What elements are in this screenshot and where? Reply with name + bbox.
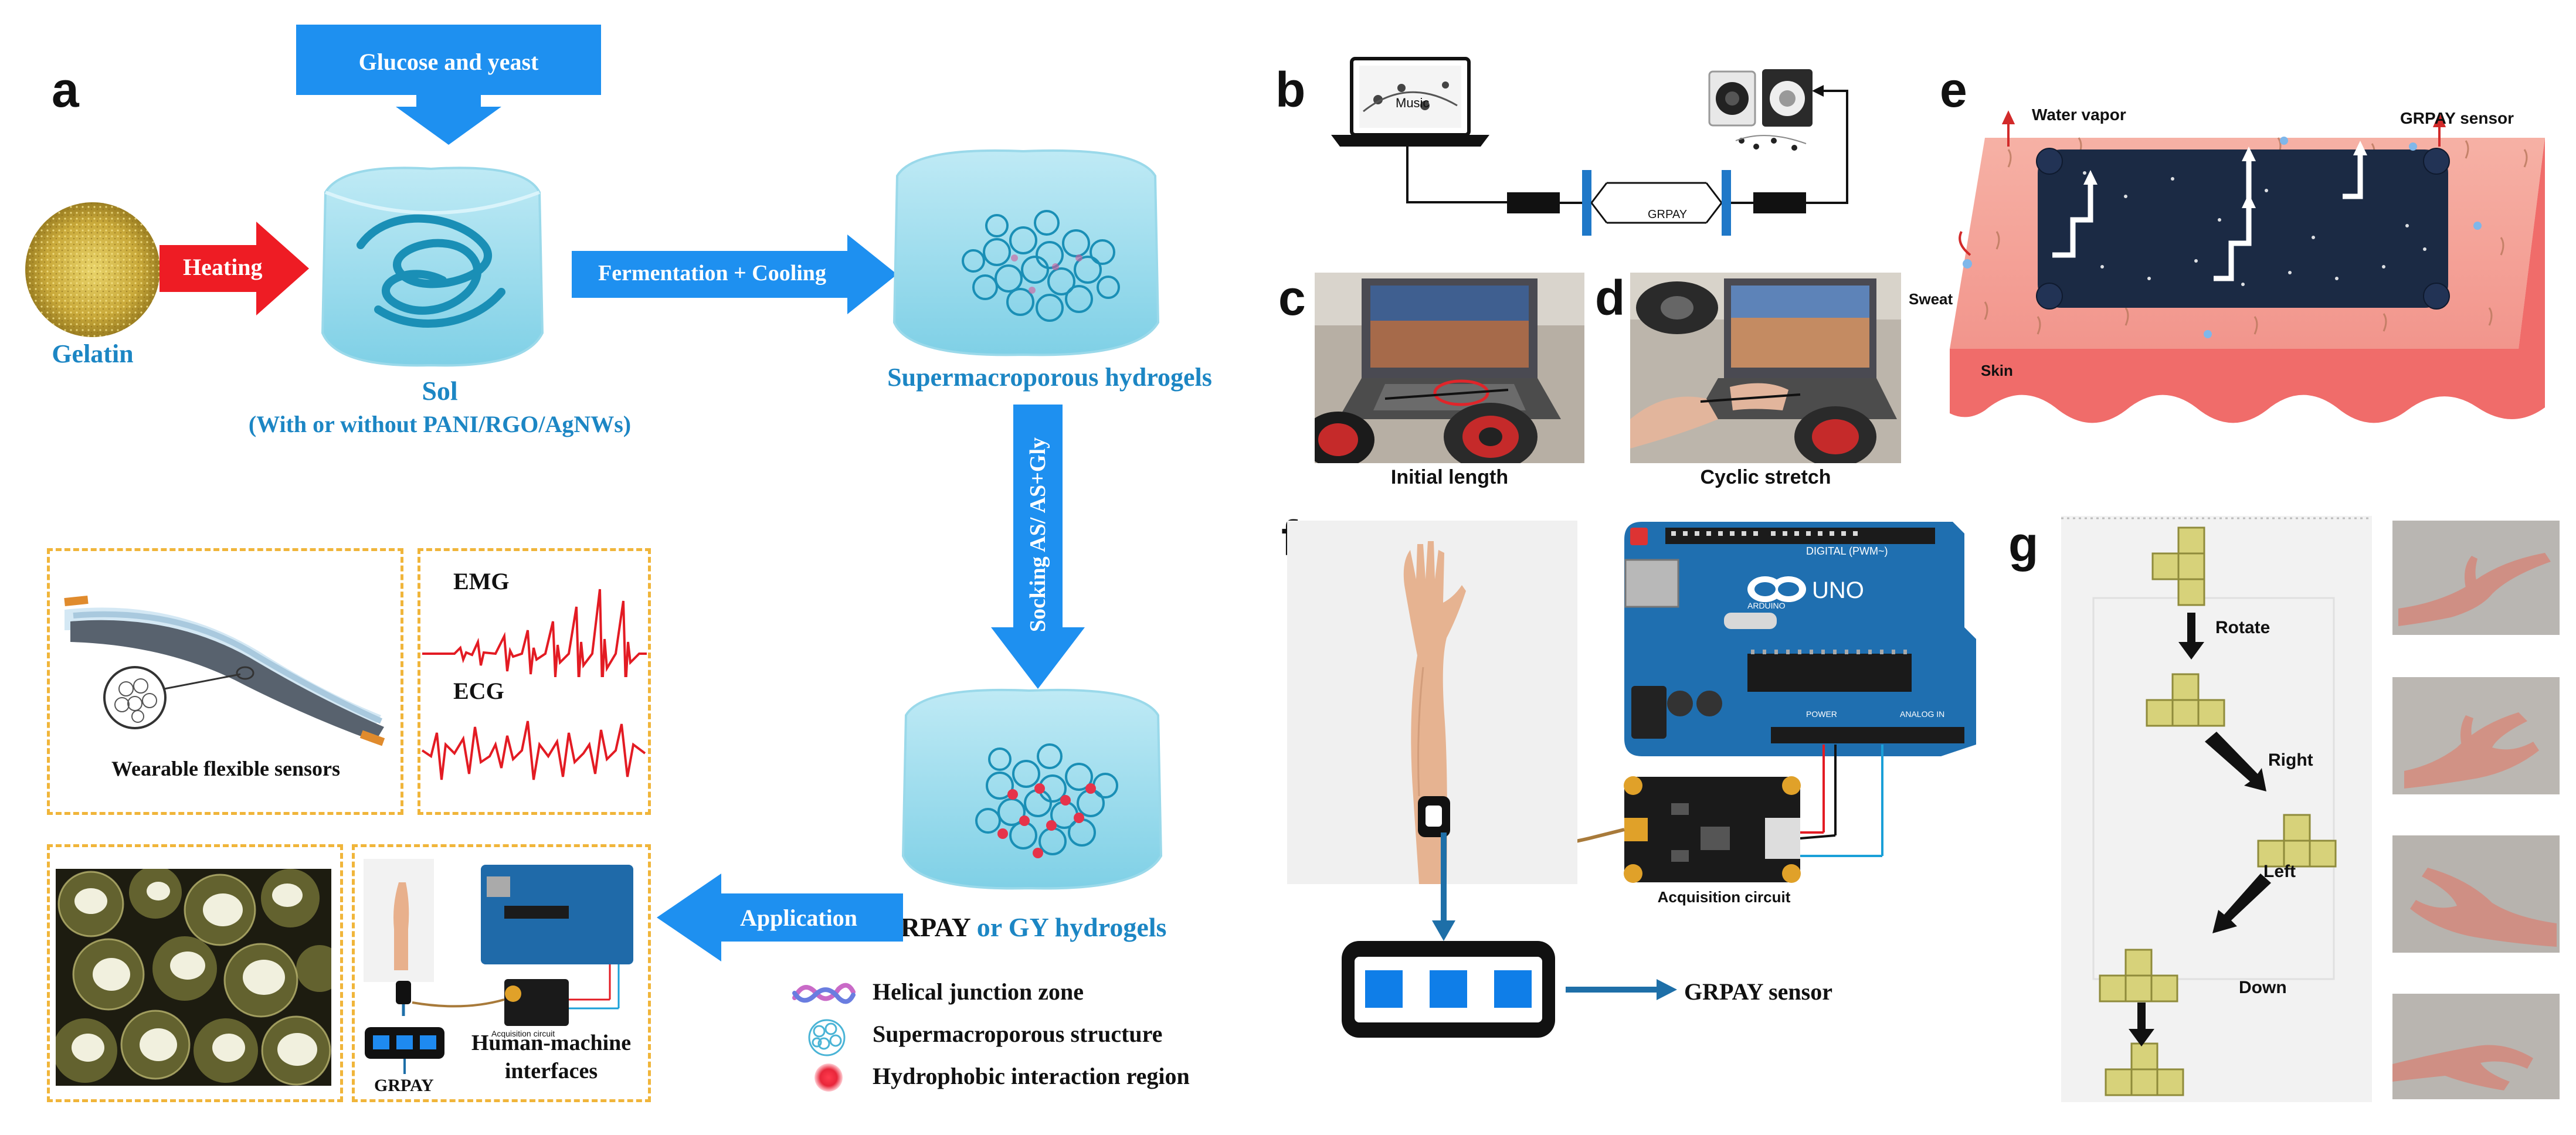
helix-icon xyxy=(792,983,856,1004)
panel-letter-e: e xyxy=(1940,62,1967,117)
socking-label: Socking AS/ AS+Gly xyxy=(1026,437,1050,633)
arduino-digital-label: DIGITAL (PWM~) xyxy=(1806,545,1888,557)
panel-letter-d: d xyxy=(1595,270,1625,325)
hmi-label: Human-machine interfaces xyxy=(471,1031,632,1083)
glucose-label: Glucose and yeast xyxy=(358,49,539,75)
hmi-box xyxy=(352,844,651,1102)
application-label: Application xyxy=(740,905,858,931)
glucose-arrow-icon xyxy=(296,25,601,145)
move-rotate: Rotate xyxy=(2215,618,2270,637)
supermacroporous-label: Supermacroporous hydrogels xyxy=(887,363,1212,392)
gesture-photo-left xyxy=(2392,835,2560,953)
arduino-circuit-diagram xyxy=(1577,522,1976,883)
ecg-signal-icon xyxy=(421,721,646,780)
acquisition-circuit-label: Acquisition circuit xyxy=(1657,888,1791,906)
arduino-uno-label: UNO xyxy=(1812,577,1864,603)
cyclic-stretch-photo xyxy=(1630,273,1901,463)
move-left: Left xyxy=(2263,862,2296,881)
panel-letter-g: g xyxy=(2008,516,2039,572)
or-gy-word: or GY hydrogels xyxy=(976,912,1167,942)
move-down: Down xyxy=(2239,978,2287,997)
emg-ecg-box xyxy=(418,548,651,815)
grpay-sensor-label-f: GRPAY sensor xyxy=(1684,978,1832,1005)
application-arrow-icon xyxy=(657,874,903,961)
tetris-diagram xyxy=(2061,516,2372,1102)
panel-letter-a: a xyxy=(52,62,79,117)
arm-photo xyxy=(1287,521,1577,884)
move-right: Right xyxy=(2268,750,2313,770)
grpay-sensor-device-icon xyxy=(1342,832,1677,1038)
initial-length-photo xyxy=(1315,273,1584,463)
emg-signal-icon xyxy=(422,589,647,677)
legend-porous-label: Supermacroporous structure xyxy=(873,1021,1163,1047)
gelatin-label: Gelatin xyxy=(52,339,134,368)
wearable-sensors-box xyxy=(47,548,403,815)
hmi-grpay-label: GRPAY xyxy=(374,1076,434,1095)
arduino-analog-label: ANALOG IN xyxy=(1900,709,1945,719)
red-dot-icon xyxy=(814,1063,843,1092)
grpay-sensor-label-e: GRPAY sensor xyxy=(2400,109,2514,127)
sol-sub-label: (With or without PANI/RGO/AgNWs) xyxy=(248,411,632,437)
microscopy-image xyxy=(56,869,331,1086)
sol-hydrogel-icon xyxy=(321,166,544,367)
hmi-mini-arduino-icon xyxy=(364,859,633,1026)
legend-hydrophobic-label: Hydrophobic interaction region xyxy=(873,1063,1190,1089)
fermentation-label: Fermentation + Cooling xyxy=(598,261,826,286)
grpay-wire-label: GRPAY xyxy=(1648,208,1688,221)
panel-letter-b: b xyxy=(1275,62,1306,117)
ecg-label: ECG xyxy=(453,678,504,704)
sweat-label: Sweat xyxy=(1909,290,1953,308)
emg-label: EMG xyxy=(453,568,510,594)
gesture-photo-down xyxy=(2392,994,2560,1099)
socking-arrow-icon xyxy=(991,405,1085,689)
arduino-power-label: POWER xyxy=(1806,709,1837,719)
gesture-photo-right xyxy=(2392,677,2560,794)
grpay-or-gy-label: GRPAY or GY hydrogels xyxy=(880,912,1166,943)
skin-label: Skin xyxy=(1981,362,2013,379)
microscopy-box xyxy=(47,844,343,1102)
hmi-grpay-sensor-icon xyxy=(365,1027,444,1074)
music-label: Music xyxy=(1396,96,1430,110)
legend-helix-label: Helical junction zone xyxy=(873,978,1084,1005)
heating-label: Heating xyxy=(183,254,263,280)
initial-length-caption: Initial length xyxy=(1390,466,1509,488)
sol-label: Sol xyxy=(422,376,458,406)
heating-arrow-icon xyxy=(159,222,309,315)
panel-letter-c: c xyxy=(1278,270,1306,325)
music-setup-diagram xyxy=(1331,57,1848,236)
wearable-sensor-icon xyxy=(64,595,385,746)
fermentation-arrow-icon xyxy=(572,235,897,314)
hmi-acq-small-label: Acquisition circuit xyxy=(491,1029,555,1038)
water-vapor-label: Water vapor xyxy=(2032,106,2126,124)
gesture-photo-rotate xyxy=(2392,521,2560,635)
grpay-hydrogel-icon xyxy=(901,688,1163,890)
wearable-label: Wearable flexible sensors xyxy=(111,757,340,780)
porous-structure-icon xyxy=(808,1019,846,1056)
cyclic-stretch-caption: Cyclic stretch xyxy=(1700,466,1831,488)
arduino-brand-label: ARDUINO xyxy=(1747,601,1786,610)
skin-sensor-diagram xyxy=(1950,110,2545,423)
supermacroporous-hydrogel-icon xyxy=(892,149,1160,356)
gelatin-disc-icon xyxy=(25,202,160,337)
